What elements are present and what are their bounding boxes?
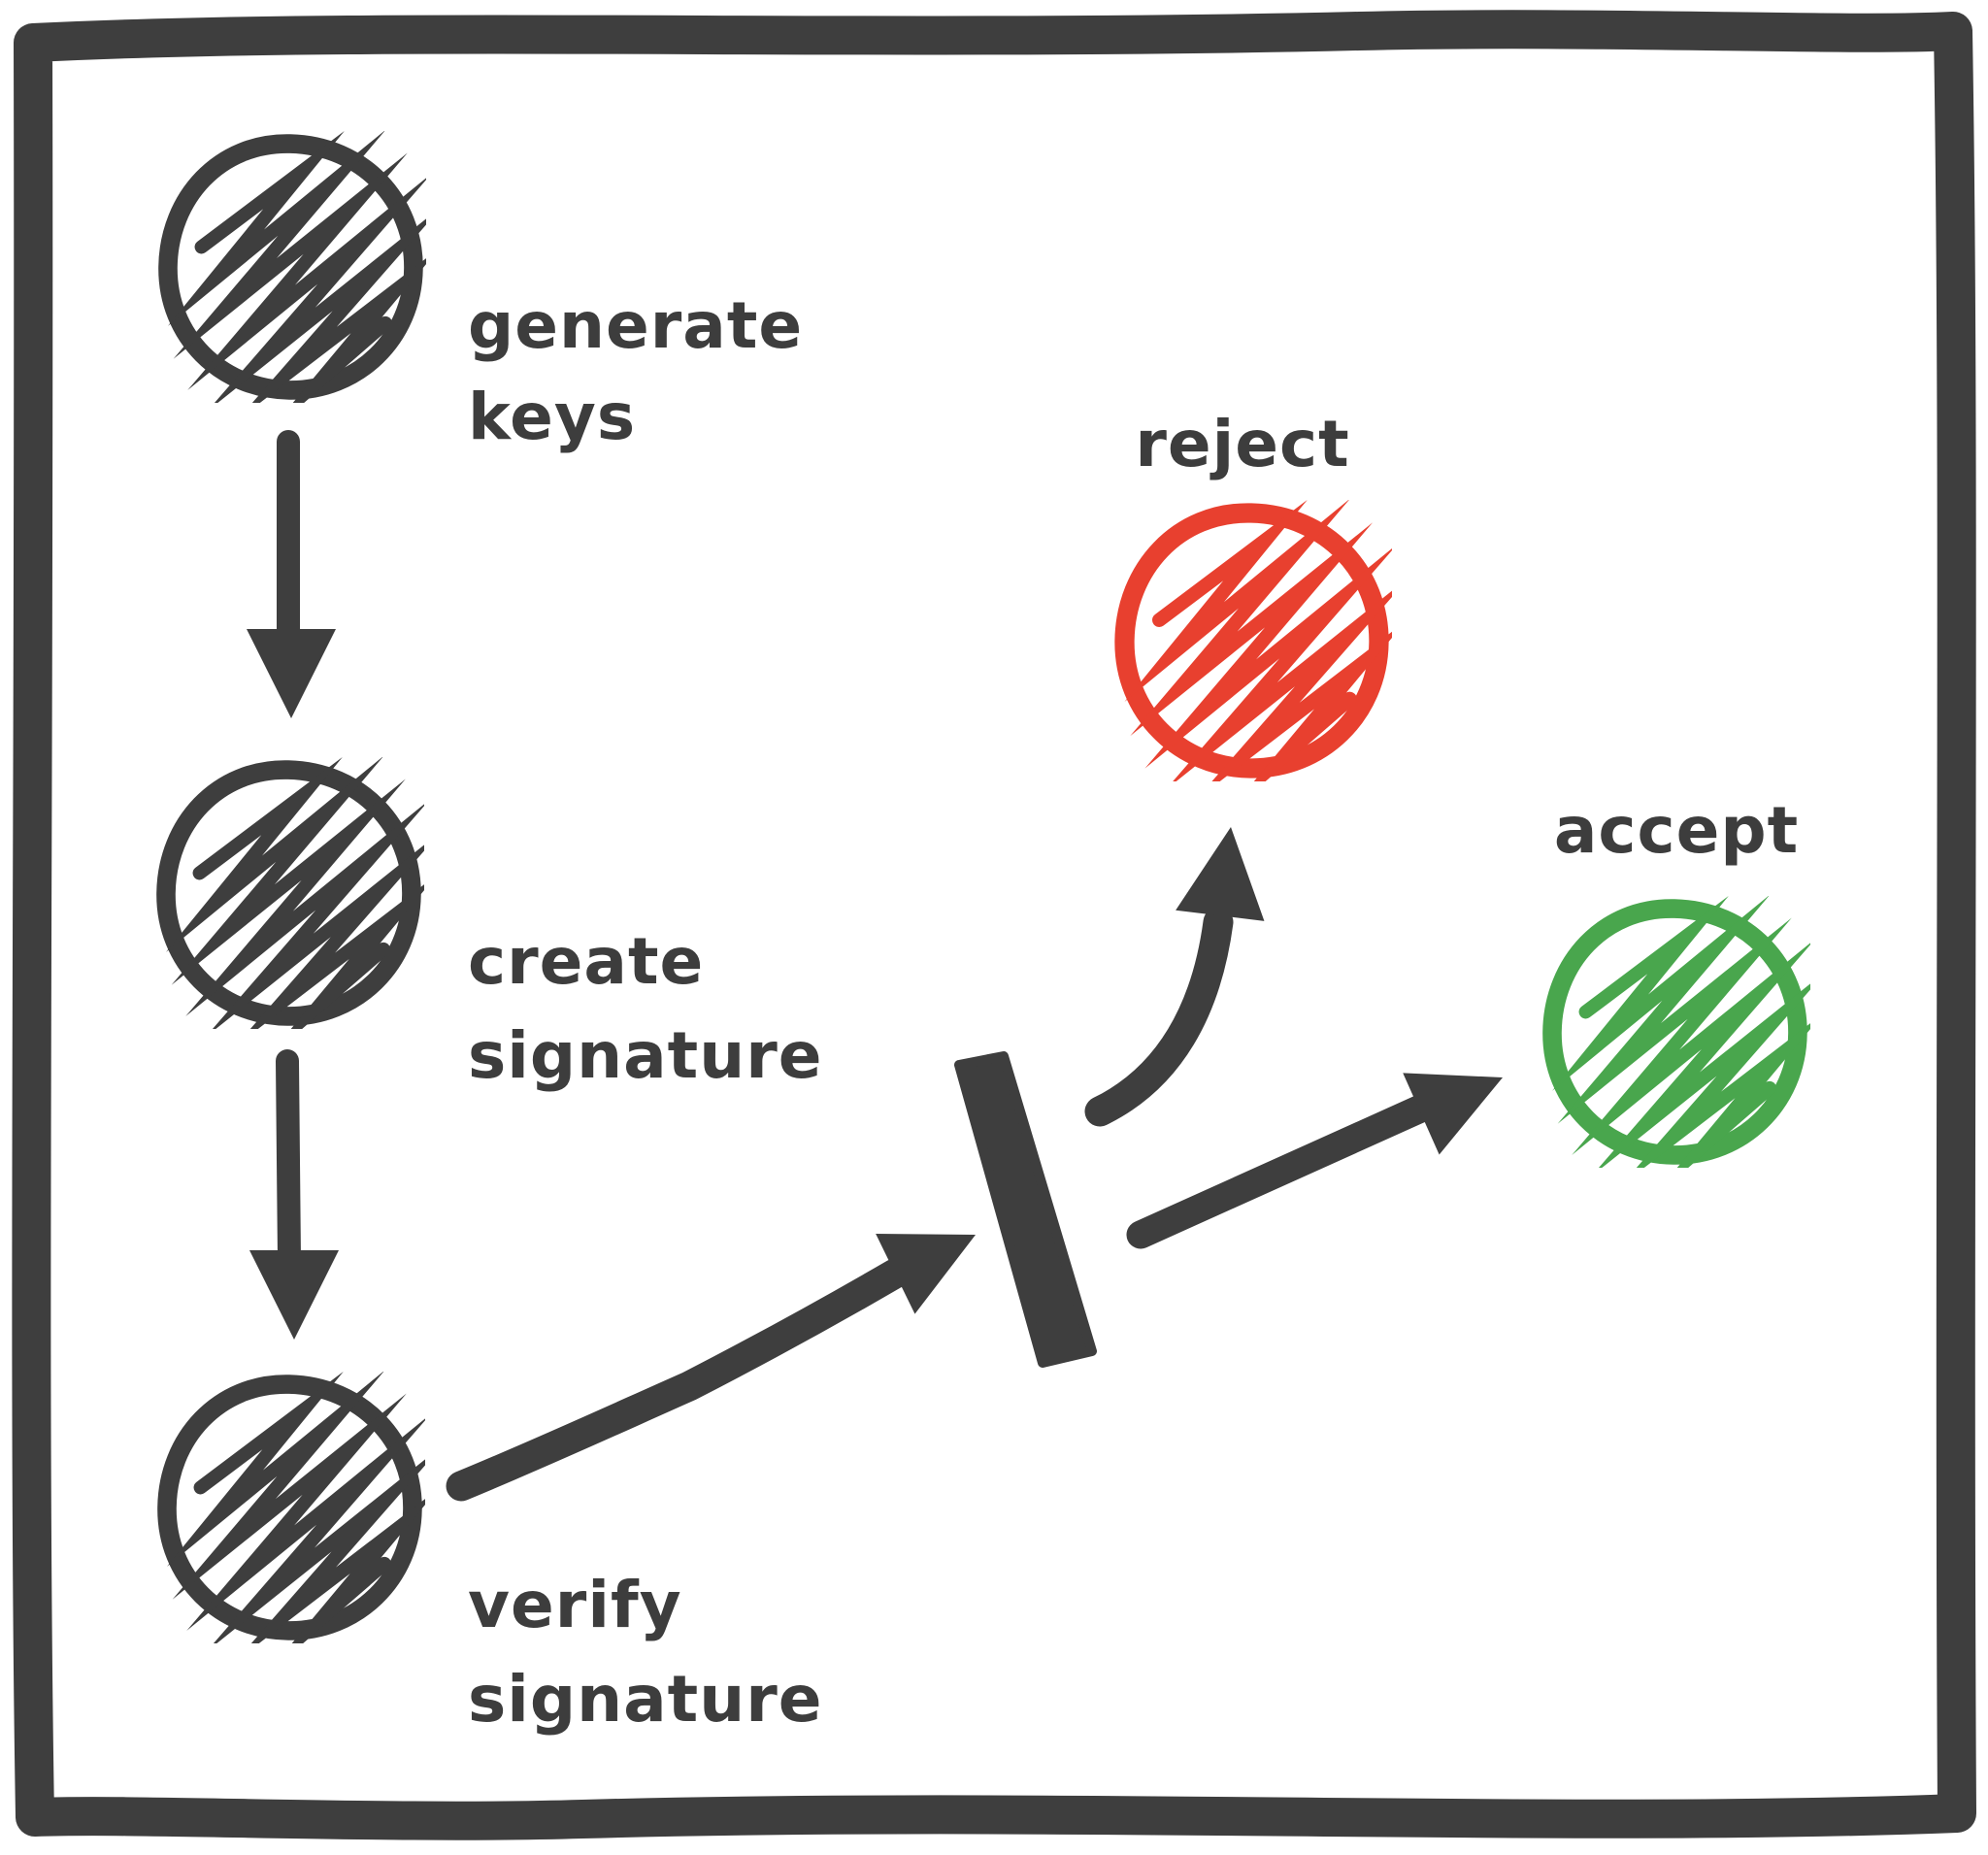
reject-circle bbox=[1124, 513, 1378, 768]
accept-circle bbox=[1552, 909, 1798, 1155]
border-frame bbox=[12, 10, 1976, 1840]
verify-signature-circle bbox=[167, 1384, 413, 1631]
reject-label: reject bbox=[1135, 407, 1349, 481]
arrow-generate-to-create bbox=[247, 430, 336, 718]
generate-keys-label-line1: generate bbox=[468, 288, 803, 363]
verify-signature-label-line2: signature bbox=[468, 1662, 823, 1737]
arrow-verify-to-gate bbox=[446, 1233, 976, 1502]
verify-signature-label-line1: verify bbox=[468, 1568, 682, 1642]
decision-gate-bar bbox=[954, 1051, 1097, 1368]
arrow-gate-to-accept bbox=[1126, 1073, 1503, 1249]
create-signature-circle bbox=[166, 770, 412, 1016]
node-labels: generate keys create signature verify si… bbox=[468, 288, 1799, 1737]
create-signature-label-line2: signature bbox=[468, 1018, 823, 1093]
generate-keys-circle bbox=[168, 144, 414, 390]
arrow-create-to-verify bbox=[249, 1049, 339, 1340]
arrow-gate-to-reject bbox=[1084, 827, 1265, 1127]
create-signature-label-line1: create bbox=[468, 924, 704, 999]
accept-label: accept bbox=[1554, 793, 1799, 868]
generate-keys-label-line2: keys bbox=[468, 380, 636, 454]
